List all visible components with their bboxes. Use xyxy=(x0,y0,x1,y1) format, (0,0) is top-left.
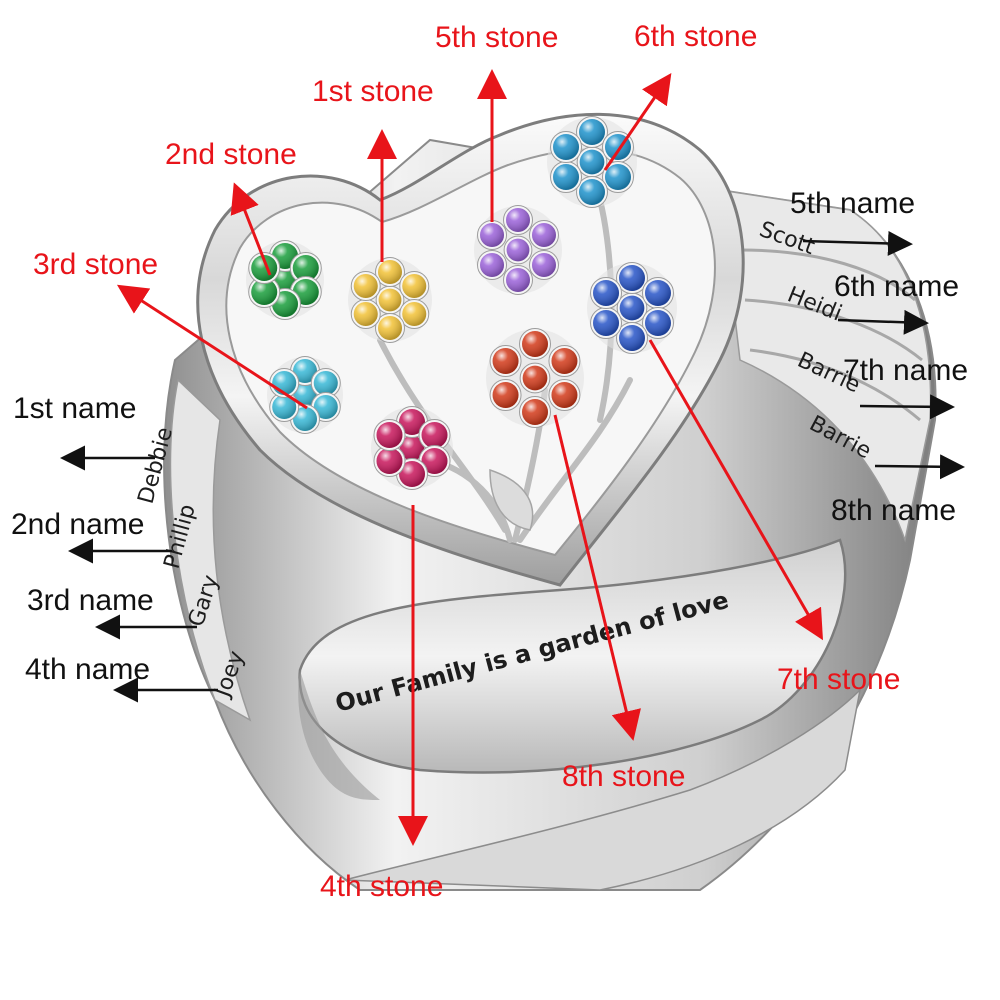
label-6th-stone: 6th stone xyxy=(634,20,758,53)
label-5th-name: 5th name xyxy=(790,187,916,220)
label-3rd-name: 3rd name xyxy=(27,584,154,617)
label-4th-name: 4th name xyxy=(25,653,151,686)
label-6th-name: 6th name xyxy=(834,270,960,303)
label-8th-stone: 8th stone xyxy=(562,760,686,793)
arrow-stone-3 xyxy=(116,284,308,410)
label-1st-name: 1st name xyxy=(13,392,137,425)
ring-inner-band xyxy=(298,538,847,774)
arrow-stone-8 xyxy=(553,414,641,741)
label-8th-name: 8th name xyxy=(831,494,957,527)
gem-cluster-stone-8 xyxy=(486,328,584,428)
arrow-stone-7 xyxy=(648,339,823,641)
arrow-name-7 xyxy=(859,394,955,420)
gem-cluster-stone-2 xyxy=(246,240,324,320)
label-2nd-name: 2nd name xyxy=(11,508,145,541)
gem-cluster-stone-6 xyxy=(547,116,637,208)
label-1st-stone: 1st stone xyxy=(312,75,434,108)
arrow-name-6 xyxy=(837,309,929,335)
arrow-name-5 xyxy=(802,230,913,256)
label-2nd-stone: 2nd stone xyxy=(165,138,297,171)
arrow-stone-6 xyxy=(603,73,672,171)
gem-cluster-stone-3 xyxy=(267,356,343,434)
gem-clusters xyxy=(246,116,677,490)
left-name-panel xyxy=(169,378,252,722)
label-5th-stone: 5th stone xyxy=(435,21,559,54)
gem-cluster-stone-5 xyxy=(474,205,562,295)
label-3rd-stone: 3rd stone xyxy=(33,248,159,281)
heart-frame xyxy=(196,112,745,587)
label-7th-name: 7th name xyxy=(843,354,969,387)
label-7th-stone: 7th stone xyxy=(777,663,901,696)
stone-arrows xyxy=(116,69,823,846)
gem-cluster-stone-1 xyxy=(348,257,432,343)
gem-cluster-stone-4 xyxy=(371,406,453,490)
name-arrows xyxy=(60,230,965,703)
label-4th-stone: 4th stone xyxy=(320,870,444,903)
arrow-stone-2 xyxy=(230,182,272,276)
arrow-name-8 xyxy=(874,454,965,480)
gem-cluster-stone-7 xyxy=(587,262,677,354)
